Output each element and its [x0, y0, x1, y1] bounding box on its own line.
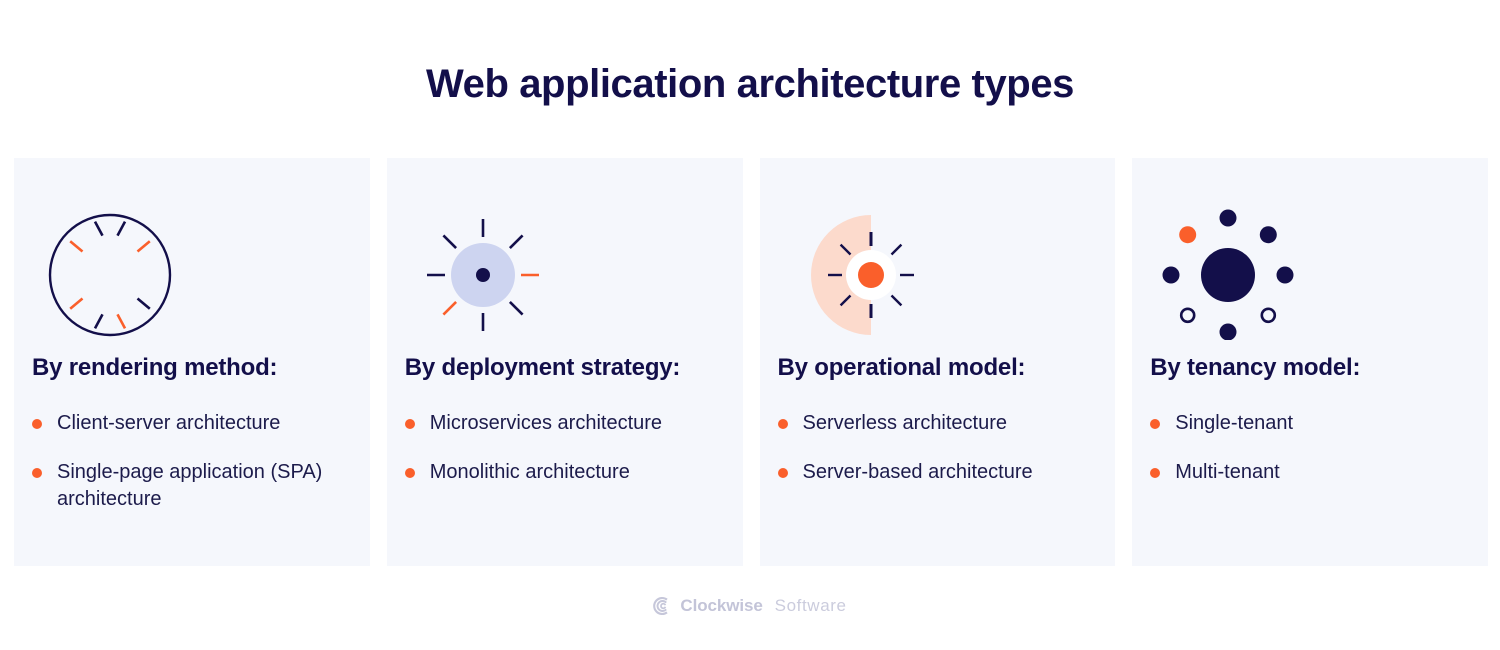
card-deployment-strategy: By deployment strategy: Microservices ar…	[386, 158, 743, 566]
bullet-dot-icon	[404, 468, 415, 478]
card-heading: By tenancy model:	[1150, 354, 1361, 381]
bullet-dot-icon	[777, 419, 788, 429]
footer-branding: Clockwise Software	[0, 596, 1500, 616]
list-item: Client-server architecture	[32, 410, 362, 437]
dial-ticks-circle-icon	[32, 180, 212, 340]
list-item: Server-based architecture	[777, 459, 1108, 486]
card-heading: By rendering method:	[32, 354, 278, 381]
list-item: Microservices architecture	[404, 410, 735, 437]
card-grid: By rendering method: Client-server archi…	[14, 158, 1488, 566]
list-item: Single-tenant	[1150, 410, 1480, 437]
footer-brand-name: Clockwise	[680, 596, 763, 615]
radial-burst-filled-circle-icon	[405, 180, 585, 340]
bullet-list: Single-tenant Multi-tenant	[1150, 410, 1480, 508]
list-item-label: Server-based architecture	[802, 461, 1033, 483]
card-operational-model: By operational model: Serverless archite…	[759, 158, 1116, 566]
footer-brand-suffix: Software	[774, 596, 847, 615]
bullet-dot-icon	[1150, 419, 1161, 429]
card-tenancy-model: By tenancy model: Single-tenant Multi-te…	[1132, 158, 1488, 566]
bullet-list: Microservices architecture Monolithic ar…	[404, 410, 735, 508]
bullet-dot-icon	[32, 419, 42, 429]
list-item: Serverless architecture	[777, 410, 1108, 437]
clockwise-spiral-logo-icon	[653, 596, 673, 616]
bullet-dot-icon	[1150, 468, 1161, 478]
bullet-dot-icon	[404, 419, 415, 429]
list-item: Monolithic architecture	[404, 459, 735, 486]
card-heading: By deployment strategy:	[404, 354, 681, 381]
card-rendering-method: By rendering method: Client-server archi…	[14, 158, 370, 566]
list-item-label: Serverless architecture	[802, 412, 1008, 434]
bullet-list: Client-server architecture Single-page a…	[32, 410, 362, 535]
list-item-label: Single-page application (SPA) architectu…	[57, 461, 323, 510]
list-item-label: Client-server architecture	[57, 412, 281, 434]
list-item-label: Monolithic architecture	[429, 461, 630, 483]
page-title: Web application architecture types	[425, 62, 1075, 106]
list-item: Multi-tenant	[1150, 459, 1480, 486]
half-disc-sun-icon	[778, 180, 958, 340]
bullet-dot-icon	[32, 468, 42, 478]
list-item: Single-page application (SPA) architectu…	[32, 459, 362, 513]
list-item-label: Multi-tenant	[1175, 461, 1280, 483]
list-item-label: Microservices architecture	[429, 412, 663, 434]
bullet-list: Serverless architecture Server-based arc…	[777, 410, 1108, 508]
list-item-label: Single-tenant	[1175, 412, 1294, 434]
orbit-dots-icon	[1150, 180, 1330, 341]
card-heading: By operational model:	[777, 354, 1026, 381]
bullet-dot-icon	[777, 468, 788, 478]
